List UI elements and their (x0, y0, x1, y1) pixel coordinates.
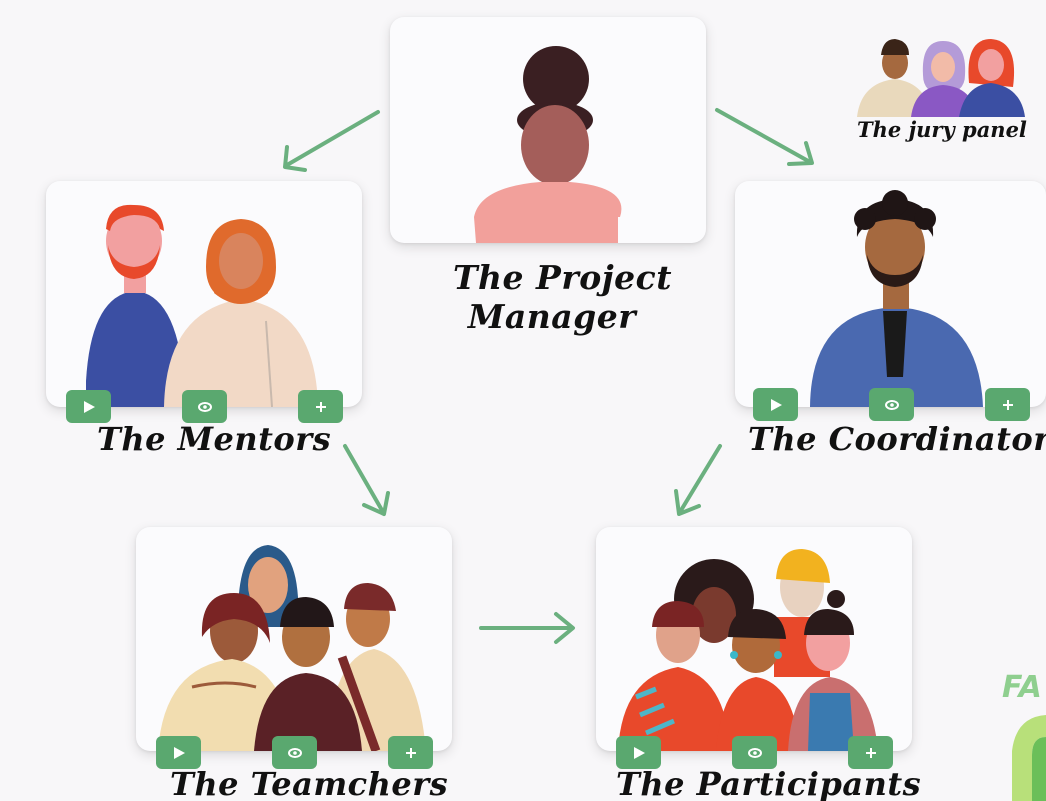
plus-icon (405, 747, 416, 758)
plus-icon (865, 747, 876, 758)
arrow-mentors-to-teamchers (343, 444, 385, 514)
eye-icon (287, 747, 302, 758)
participants-add-button[interactable] (848, 736, 893, 769)
brand-logo-text: FA (1002, 670, 1042, 705)
teamchers-illustration (158, 545, 426, 751)
participants-play-button[interactable] (616, 736, 661, 769)
play-icon (83, 400, 95, 413)
project-manager-illustration (474, 46, 622, 243)
participants-illustration (618, 549, 878, 751)
teamchers-play-button[interactable] (156, 736, 201, 769)
project-manager-card[interactable] (390, 17, 706, 243)
jury-panel[interactable]: The jury panel (855, 35, 1030, 150)
mentors-add-button[interactable] (298, 390, 343, 423)
participants-view-button[interactable] (732, 736, 777, 769)
teamchers-label: The Teamchers (170, 765, 449, 801)
coordinator-play-button[interactable] (753, 388, 798, 421)
play-icon (770, 398, 782, 411)
eye-icon (884, 399, 899, 410)
coordinator-card[interactable] (735, 181, 1046, 407)
coordinator-add-button[interactable] (985, 388, 1030, 421)
mentors-illustration (86, 204, 318, 407)
jury-panel-illustration (857, 39, 1025, 117)
eye-icon (197, 401, 212, 412)
arrow-manager-to-mentors (285, 110, 380, 167)
mentors-card[interactable] (46, 181, 362, 407)
brand-logo-mark (1012, 715, 1046, 801)
participants-card[interactable] (596, 527, 912, 751)
project-manager-label: The Project Manager (453, 258, 673, 336)
play-icon (173, 746, 185, 759)
teamchers-card[interactable] (136, 527, 452, 751)
teamchers-view-button[interactable] (272, 736, 317, 769)
plus-icon (1002, 399, 1013, 410)
participants-label: The Participants (616, 765, 922, 801)
arrow-coordinator-to-participants (678, 444, 722, 514)
mentors-view-button[interactable] (182, 390, 227, 423)
plus-icon (315, 401, 326, 412)
coordinator-illustration (810, 190, 983, 407)
mentors-label: The Mentors (97, 420, 332, 458)
coordinator-view-button[interactable] (869, 388, 914, 421)
teamchers-add-button[interactable] (388, 736, 433, 769)
mentors-play-button[interactable] (66, 390, 111, 423)
arrow-manager-to-coordinator (715, 108, 812, 164)
coordinator-label: The Coordinator (748, 420, 1046, 458)
play-icon (633, 746, 645, 759)
eye-icon (747, 747, 762, 758)
jury-panel-label: The jury panel (857, 117, 1027, 142)
